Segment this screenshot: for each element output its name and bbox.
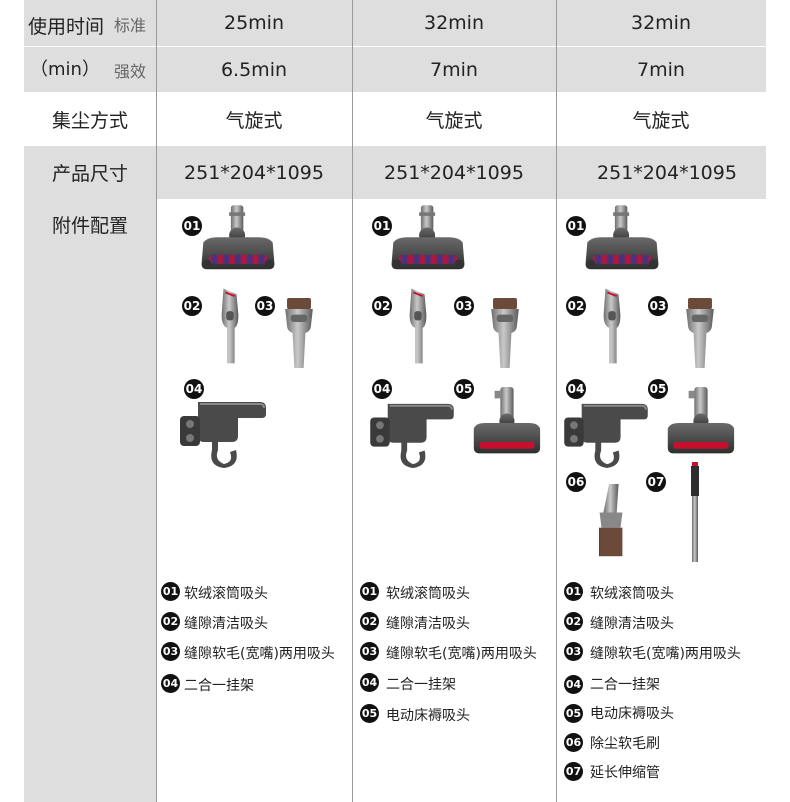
number-badge-01: 01 [566, 216, 586, 236]
legend-number-05: 05 [564, 704, 583, 723]
legend-number-03: 03 [161, 642, 180, 661]
runtime-label: 使用时间 [28, 16, 105, 38]
number-badge-04: 04 [372, 379, 392, 399]
row-runtime-standard-bg [24, 0, 766, 46]
legend-wide-brush: 缝隙软毛(宽嘴)两用吸头 [386, 646, 537, 662]
strong-label: 强效 [114, 62, 147, 81]
legend-extension-tube: 延长伸缩管 [590, 765, 660, 781]
soft-roller-head-image [198, 202, 278, 276]
legend-crevice-tool: 缝隙清洁吸头 [386, 616, 470, 632]
legend-dusting-brush: 除尘软毛刷 [590, 736, 660, 752]
legend-wide-brush: 缝隙软毛(宽嘴)两用吸头 [184, 646, 335, 662]
number-badge-02: 02 [566, 296, 586, 316]
dust-collection-value: 气旋式 [632, 109, 690, 132]
product-size-value: 251*204*1095 [597, 161, 737, 184]
standard-runtime-value: 32min [630, 12, 691, 34]
crevice-tool-image [216, 286, 244, 366]
number-badge-03: 03 [454, 296, 474, 316]
legend-crevice-tool: 缝隙清洁吸头 [590, 616, 674, 632]
legend-number-06: 06 [564, 733, 583, 752]
strong-runtime-value: 7min [430, 58, 478, 81]
legend-number-07: 07 [564, 762, 583, 781]
legend-wide-brush: 缝隙软毛(宽嘴)两用吸头 [590, 646, 741, 662]
mattress-head-image [664, 386, 736, 460]
soft-roller-head-image [582, 202, 662, 276]
wide-brush-tool-image [489, 298, 521, 368]
soft-roller-head-image [388, 202, 468, 276]
legend-wall-bracket: 二合一挂架 [386, 677, 456, 693]
extension-tube-image [688, 462, 702, 562]
legend-number-04: 04 [360, 673, 379, 692]
dust-collection-label: 集尘方式 [51, 109, 128, 132]
column-divider [156, 0, 157, 802]
legend-wall-bracket: 二合一挂架 [590, 677, 660, 693]
number-badge-03: 03 [648, 296, 668, 316]
product-size-value: 251*204*1095 [184, 161, 324, 184]
row-runtime-strong-bg [24, 47, 766, 92]
legend-soft-roller: 软绒滚筒吸头 [590, 586, 674, 602]
wide-brush-tool-image [684, 298, 716, 368]
strong-runtime-value: 6.5min [220, 58, 288, 81]
product-size-label: 产品尺寸 [51, 163, 128, 185]
number-badge-03: 03 [255, 296, 275, 316]
legend-number-03: 03 [360, 642, 379, 661]
number-badge-01: 01 [372, 216, 392, 236]
legend-mattress-head: 电动床褥吸头 [590, 706, 674, 722]
crevice-tool-image [404, 286, 432, 366]
row-size-bg [24, 146, 766, 199]
accessory-label-col-bg [24, 199, 156, 802]
product-size-value: 251*204*1095 [384, 161, 524, 184]
number-badge-01: 01 [182, 216, 202, 236]
runtime-unit: （min） [30, 59, 100, 80]
crevice-tool-image [598, 286, 626, 366]
dust-collection-value: 气旋式 [425, 109, 483, 132]
number-badge-02: 02 [182, 296, 202, 316]
column-divider [352, 0, 353, 802]
legend-number-05: 05 [360, 704, 379, 723]
standard-label: 标准 [114, 16, 147, 35]
column-divider [556, 0, 557, 802]
legend-number-02: 02 [360, 612, 379, 631]
number-badge-04: 04 [184, 379, 204, 399]
accessory-config-label: 附件配置 [51, 214, 128, 237]
number-badge-05: 05 [648, 379, 668, 399]
legend-number-04: 04 [564, 675, 583, 694]
legend-soft-roller: 软绒滚筒吸头 [184, 586, 268, 602]
dusting-brush-image [592, 482, 630, 562]
number-badge-04: 04 [566, 379, 586, 399]
number-badge-07: 07 [646, 472, 666, 492]
legend-number-04: 04 [161, 674, 180, 693]
strong-runtime-value: 7min [637, 58, 685, 81]
number-badge-05: 05 [454, 379, 474, 399]
legend-number-01: 01 [564, 582, 583, 601]
legend-number-02: 02 [564, 612, 583, 631]
number-badge-06: 06 [566, 472, 586, 492]
standard-runtime-value: 25min [223, 12, 284, 34]
mattress-head-image [470, 386, 542, 460]
dust-collection-value: 气旋式 [225, 109, 283, 132]
number-badge-02: 02 [372, 296, 392, 316]
standard-runtime-value: 32min [423, 12, 484, 34]
legend-wall-bracket: 二合一挂架 [184, 678, 254, 694]
wall-bracket-image [562, 400, 650, 468]
legend-mattress-head: 电动床褥吸头 [386, 708, 470, 724]
wall-bracket-image [368, 400, 456, 468]
wall-bracket-image [178, 398, 268, 468]
legend-crevice-tool: 缝隙清洁吸头 [184, 616, 268, 632]
wide-brush-tool-image [283, 298, 315, 368]
legend-number-01: 01 [161, 582, 180, 601]
legend-number-03: 03 [564, 642, 583, 661]
row-divider [156, 46, 766, 47]
legend-number-02: 02 [161, 612, 180, 631]
legend-soft-roller: 软绒滚筒吸头 [386, 586, 470, 602]
legend-number-01: 01 [360, 582, 379, 601]
